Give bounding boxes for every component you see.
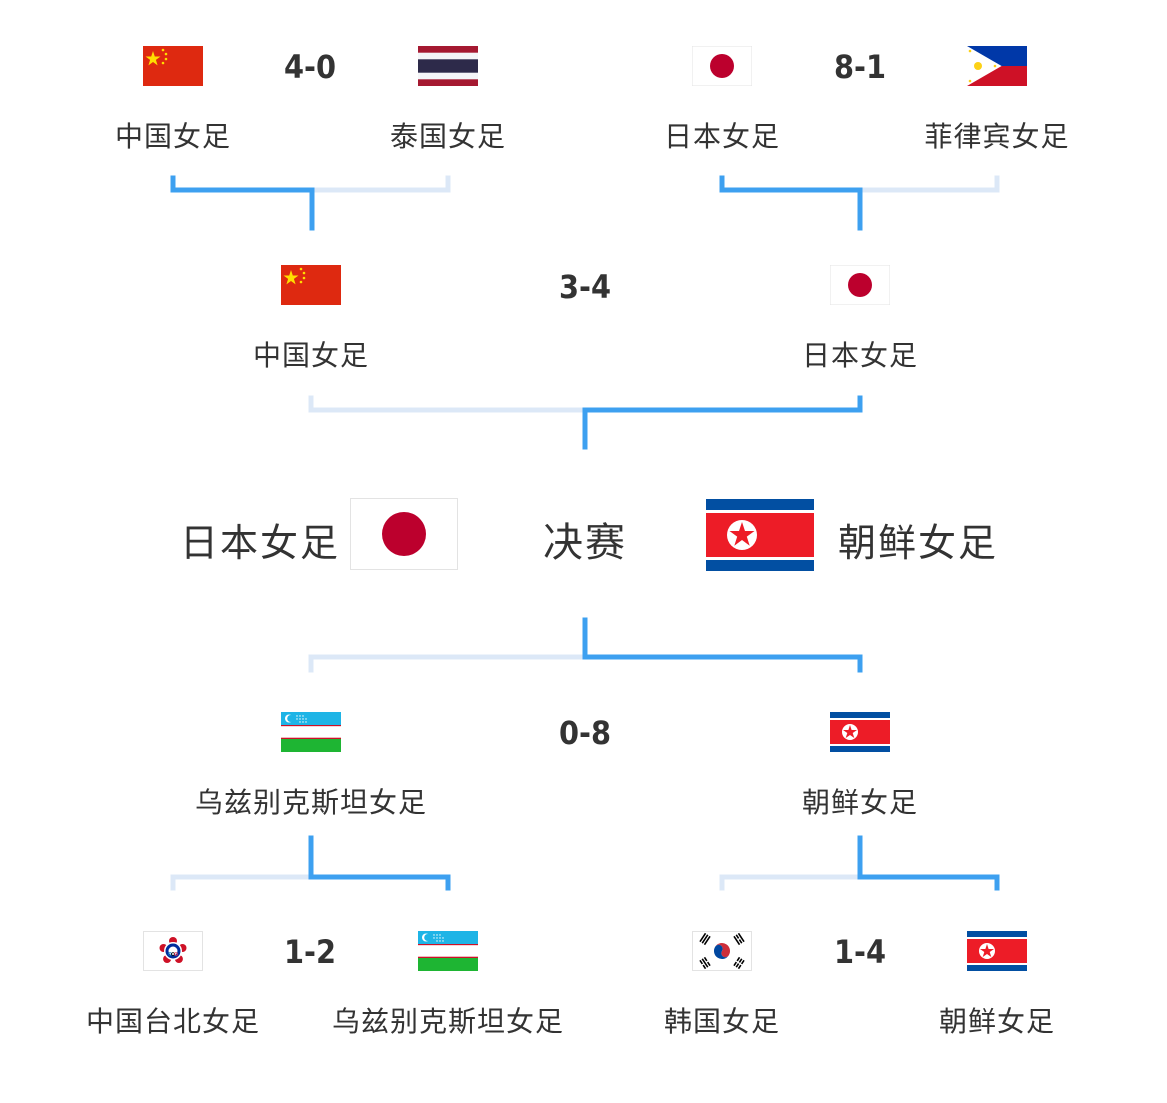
team-name: 乌兹别克斯坦女足 [194,786,427,819]
connector-loser [309,175,451,193]
team-name: 菲律宾女足 [924,120,1070,153]
connector-winner [582,395,863,450]
north-korea-flag [830,712,890,752]
match-score: 1-4 [833,933,886,971]
team-name: 中国女足 [252,339,369,372]
connector-loser [857,175,1000,193]
thailand-flag [418,46,478,86]
final-team-left: 日本女足 [180,521,341,565]
japan-flag [692,46,752,86]
match-score: 1-2 [283,933,336,971]
final-team-right: 朝鲜女足 [838,521,999,565]
uzbekistan-flag [281,712,341,752]
south-korea-flag [692,931,752,971]
match-score: 4-0 [283,48,336,86]
connector-winner [170,175,315,231]
team-name: 泰国女足 [389,120,506,153]
final-label: 决赛 [543,520,627,566]
philippines-flag [967,46,1027,86]
china-flag [143,46,203,86]
team-name: 乌兹别克斯坦女足 [331,1005,564,1038]
team-name: 朝鲜女足 [801,786,918,819]
japan-flag [830,265,890,305]
chinese-taipei-flag [143,931,203,971]
north-korea-flag [706,499,814,571]
team-name: 中国女足 [114,120,231,153]
team-name: 韩国女足 [663,1005,780,1038]
connector-loser [719,874,863,891]
connector-winner [308,835,451,891]
team-name: 日本女足 [663,120,780,153]
connector-loser [170,874,314,891]
connector-loser [308,395,588,413]
team-name: 日本女足 [801,339,918,372]
match-score: 8-1 [833,48,886,86]
match-score: 3-4 [558,268,611,306]
connector-winner [582,617,863,673]
north-korea-flag [967,931,1027,971]
connector-loser [308,654,588,673]
japan-flag [350,498,458,570]
connector-winner [719,175,863,231]
uzbekistan-flag [418,931,478,971]
match-score: 0-8 [558,714,611,752]
team-name: 中国台北女足 [85,1005,260,1038]
china-flag [281,265,341,305]
connector-winner [857,835,1000,891]
team-name: 朝鲜女足 [938,1005,1055,1038]
